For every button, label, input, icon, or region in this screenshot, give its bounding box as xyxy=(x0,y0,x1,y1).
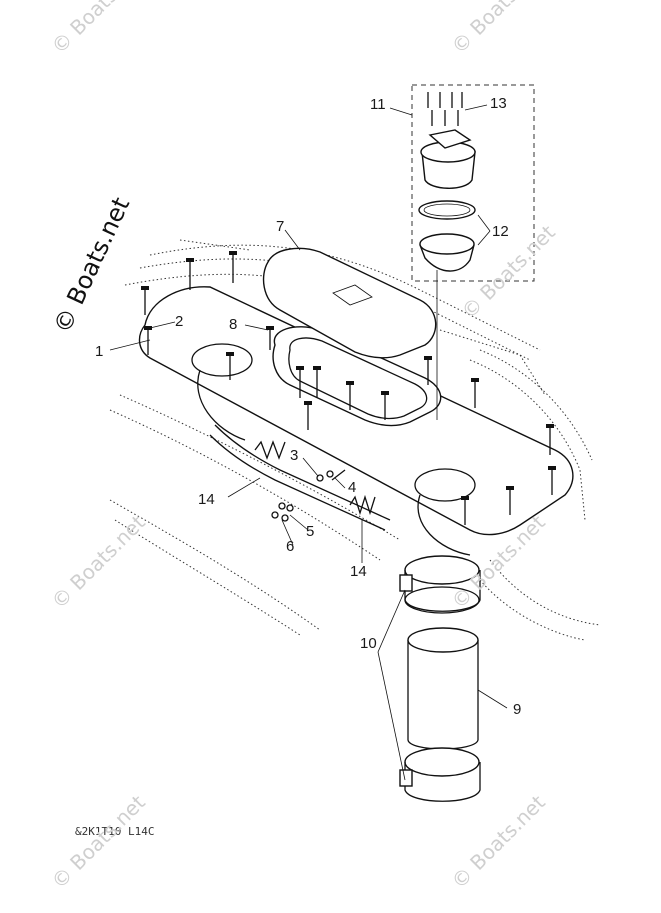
callout-13[interactable]: 13 xyxy=(490,95,507,112)
duct-parts xyxy=(399,555,481,802)
callout-14-bottom[interactable]: 14 xyxy=(350,563,367,580)
callout-4[interactable]: 4 xyxy=(348,479,356,496)
watermark-mid-left: © Boats.net xyxy=(47,510,150,613)
fan-assembly-box xyxy=(411,84,535,420)
callout-11[interactable]: 11 xyxy=(370,96,386,113)
hose-springs xyxy=(209,424,391,531)
callout-14-left[interactable]: 14 xyxy=(198,491,215,508)
callout-7[interactable]: 7 xyxy=(276,218,284,235)
watermark-bottom-right: © Boats.net xyxy=(447,790,550,893)
vent-frame xyxy=(272,326,442,427)
callout-8[interactable]: 8 xyxy=(229,316,237,333)
diagram-code: &2K1T10 L14C xyxy=(75,825,154,838)
screws xyxy=(141,251,556,525)
callout-5[interactable]: 5 xyxy=(306,523,314,540)
callout-3[interactable]: 3 xyxy=(290,447,298,464)
cover-plate xyxy=(262,247,437,359)
watermark-top-right: © Boats.net xyxy=(447,0,550,59)
callout-9[interactable]: 9 xyxy=(513,701,521,718)
watermark-large: © Boats.net xyxy=(48,193,135,338)
callout-1[interactable]: 1 xyxy=(95,343,103,360)
callout-labels: 1 2 3 4 5 6 7 8 9 10 11 12 13 14 14 xyxy=(95,95,521,718)
leader-lines xyxy=(109,104,508,781)
callout-12[interactable]: 12 xyxy=(492,223,509,240)
callout-6[interactable]: 6 xyxy=(286,538,294,555)
hardware xyxy=(271,469,346,522)
callout-10[interactable]: 10 xyxy=(360,635,377,652)
watermark-bottom-left: © Boats.net xyxy=(47,790,150,893)
watermark-top-left: © Boats.net xyxy=(47,0,150,59)
callout-2[interactable]: 2 xyxy=(175,313,183,330)
